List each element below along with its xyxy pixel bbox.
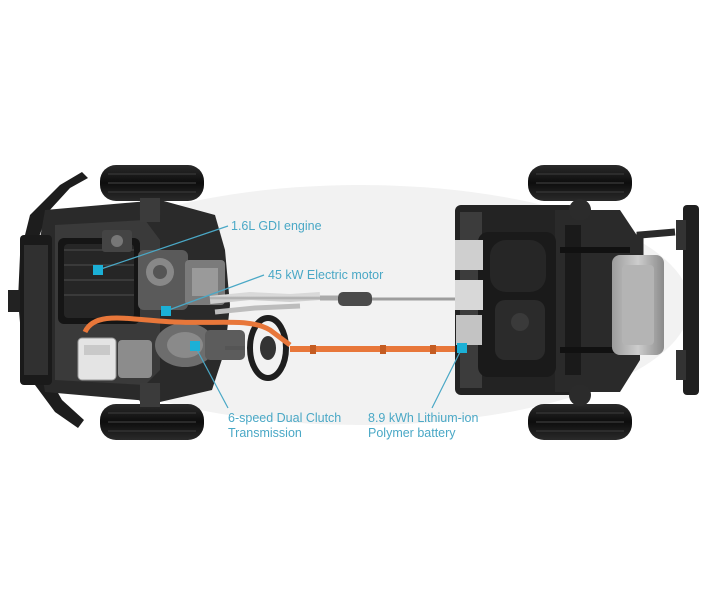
battery-pack bbox=[455, 232, 556, 377]
engine-marker bbox=[93, 265, 103, 275]
muffler bbox=[612, 228, 676, 355]
exhaust-system bbox=[209, 291, 455, 315]
rear-bumper-beam bbox=[676, 205, 699, 395]
battery-callout-line2: Polymer battery bbox=[368, 426, 456, 440]
battery-callout: 8.9 kWh Lithium-ion Polymer battery bbox=[368, 411, 478, 441]
callout-markers bbox=[93, 265, 467, 353]
steering-wheel bbox=[225, 315, 289, 381]
battery-callout-line1: 8.9 kWh Lithium-ion bbox=[368, 411, 479, 425]
transmission-callout-line2: Transmission bbox=[228, 426, 302, 440]
engine-ancillaries bbox=[138, 250, 225, 310]
engine-leader bbox=[97, 225, 229, 271]
transmission-callout: 6-speed Dual Clutch Transmission bbox=[228, 411, 341, 441]
transmission-callout-line1: 6-speed Dual Clutch bbox=[228, 411, 342, 425]
motor-leader bbox=[165, 274, 265, 312]
front-tires bbox=[100, 165, 204, 440]
auxiliary-box bbox=[77, 337, 152, 381]
engine-callout: 1.6L GDI engine bbox=[231, 219, 322, 234]
callout-leaders bbox=[97, 225, 463, 409]
motor-callout: 45 kW Electric motor bbox=[268, 268, 383, 283]
battery-leader bbox=[431, 347, 463, 409]
transmission-marker bbox=[190, 341, 200, 351]
high-voltage-cable bbox=[82, 315, 455, 354]
battery-marker bbox=[457, 343, 467, 353]
engine-callout-text: 1.6L GDI engine bbox=[231, 219, 322, 233]
rear-tires bbox=[528, 165, 632, 440]
transmission-leader bbox=[194, 345, 229, 409]
motor-marker bbox=[161, 306, 171, 316]
motor-callout-text: 45 kW Electric motor bbox=[268, 268, 384, 282]
engine-block bbox=[58, 230, 140, 324]
